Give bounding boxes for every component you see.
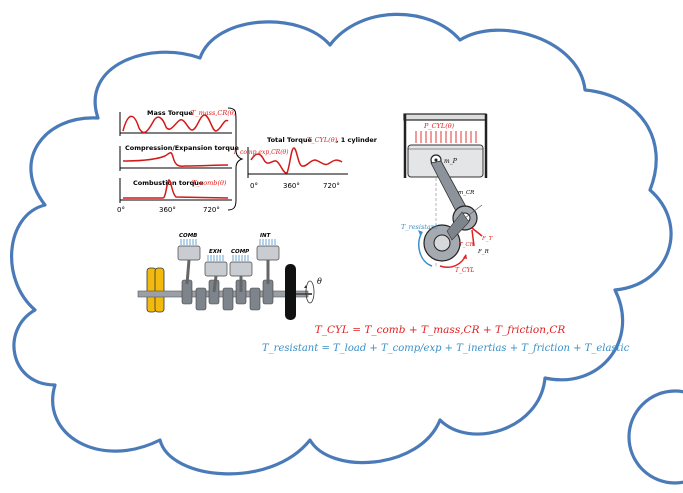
comb-torque-symbol: T_comb(θ) (192, 179, 227, 187)
rotation-arrow (305, 280, 315, 304)
x-tick-0: 0° (117, 206, 125, 214)
thought-cloud (10, 12, 673, 476)
force-r-label: F_R (477, 249, 489, 255)
comp-torque-curve (122, 152, 229, 167)
piston-comb: COMB (177, 233, 201, 285)
force-t-arrow (471, 227, 483, 237)
sum-brace (227, 107, 244, 211)
comp-exp-torque-plot: Compression/Expansion torque T_comp,exp,… (119, 144, 289, 171)
load-disc (285, 264, 296, 320)
mass-torque-label: Mass Torque (147, 109, 193, 117)
force-t-label: F_T (481, 236, 493, 242)
rotation-angle-symbol: θ (317, 277, 322, 286)
mass-torque-symbol: T_mass,CR(θ) (191, 109, 237, 117)
cyl-label-comb: COMB (179, 233, 197, 239)
comb-torque-label: Combustion torque (133, 179, 204, 187)
cyl-label-comp: COMP (231, 249, 249, 255)
t-cyl-equation: T_CYL = T_comb + T_mass,CR + T_friction,… (314, 324, 566, 336)
resistant-torque-arrow (418, 231, 433, 267)
engine-crankshaft: COMB EXH COMP INT (137, 233, 322, 320)
force-r-arrow (471, 229, 475, 247)
cylinder-head (403, 113, 487, 121)
cyl-label-exh: EXH (209, 249, 222, 255)
total-torque-label: Total Torque (267, 136, 313, 144)
comb-torque-curve (123, 179, 229, 199)
pressure-arrows (415, 131, 477, 143)
total-torque-suffix: , 1 cylinder (336, 136, 378, 144)
thought-bubble-small (627, 389, 683, 485)
comp-torque-label: Compression/Expansion torque (125, 144, 240, 152)
piston-comp: COMP (229, 249, 253, 292)
mass-torque-plot: Mass Torque T_mass,CR(θ) (119, 109, 237, 136)
total-torque-curve (250, 147, 343, 174)
total-torque-plot: Total Torque T_CYL(θ) , 1 cylinder 0° 36… (247, 136, 378, 190)
t-resistant-equation: T_resistant = T_load + T_comp/exp + T_in… (262, 343, 630, 354)
total-x-tick-720: 720° (323, 182, 340, 190)
piston-exh: EXH (204, 249, 228, 293)
total-torque-symbol: T_CYL(θ) (307, 136, 338, 144)
piston-mass-label: m_P (444, 158, 458, 165)
cyl-label-int: INT (260, 233, 272, 239)
piston-crank-mechanism: P_CYL(θ) m_P m_CR T_resistant T_CYL T_ (401, 113, 493, 274)
cyl-torque-label: T_CYL (455, 267, 475, 274)
total-x-tick-0: 0° (250, 182, 258, 190)
mass-torque-curve (122, 114, 229, 134)
combustion-torque-plot: Combustion torque T_comb(θ) 0° 360° 720° (117, 178, 232, 214)
comp-torque-symbol: T_comp,exp,CR(θ) (233, 149, 289, 156)
piston-int: INT (256, 233, 280, 284)
pressure-label: P_CYL(θ) (423, 122, 455, 130)
total-x-tick-360: 360° (283, 182, 300, 190)
pistons: COMB EXH COMP INT (177, 233, 280, 293)
x-tick-720: 720° (203, 206, 220, 214)
rod-mass-label: m_CR (458, 190, 474, 196)
cr-torque-label: T_CR (459, 242, 474, 248)
flywheel-disc-2 (154, 267, 165, 313)
x-tick-360: 360° (159, 206, 176, 214)
torque-plots: Mass Torque T_mass,CR(θ) Compression/Exp… (117, 107, 378, 214)
resistant-label: T_resistant (401, 223, 438, 231)
